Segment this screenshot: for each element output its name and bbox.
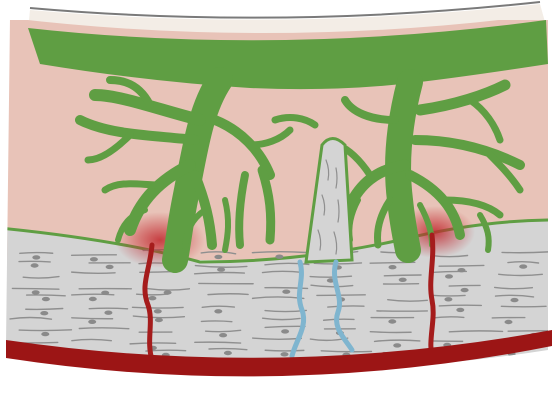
cell-nucleus — [281, 329, 289, 333]
cell-nucleus — [224, 351, 232, 355]
cell-nucleus — [219, 333, 227, 337]
cell-nucleus — [101, 291, 109, 295]
cell-nucleus — [458, 268, 466, 272]
cell-nucleus — [217, 267, 225, 271]
cell-nucleus — [456, 308, 464, 312]
muscle-fiber — [12, 288, 59, 289]
muscle-fiber — [20, 253, 53, 254]
cell-nucleus — [461, 288, 469, 292]
muscle-fiber — [201, 321, 231, 322]
muscle-fiber — [449, 285, 480, 286]
cell-nucleus — [154, 309, 162, 313]
muscle-fiber — [137, 294, 169, 295]
cell-nucleus — [42, 297, 50, 301]
cell-nucleus — [155, 318, 163, 322]
cell-nucleus — [164, 290, 172, 294]
cell-nucleus — [444, 297, 452, 301]
cell-nucleus — [399, 278, 407, 282]
cell-nucleus — [275, 255, 283, 259]
cell-nucleus — [104, 311, 112, 315]
cell-nucleus — [519, 264, 527, 268]
cell-nucleus — [89, 297, 97, 301]
cell-nucleus — [40, 311, 48, 315]
cell-nucleus — [505, 320, 513, 324]
cell-nucleus — [281, 352, 289, 356]
cell-nucleus — [31, 263, 39, 267]
cell-nucleus — [389, 265, 397, 269]
muscle-fiber — [439, 305, 481, 306]
cell-nucleus — [106, 265, 114, 269]
cell-nucleus — [214, 255, 222, 259]
muscle-fiber — [370, 332, 411, 333]
muscle-fiber — [384, 275, 421, 276]
muscle-fiber — [19, 261, 50, 262]
cell-nucleus — [393, 343, 401, 347]
cell-nucleus — [32, 290, 40, 294]
cell-nucleus — [282, 290, 290, 294]
cell-nucleus — [41, 332, 49, 336]
muscle-fiber — [439, 265, 484, 266]
muscle-fiber — [19, 330, 71, 331]
muscle-fiber — [89, 308, 127, 309]
cell-nucleus — [32, 255, 40, 259]
cell-nucleus — [88, 320, 96, 324]
muscle-fiber — [132, 307, 183, 308]
cell-nucleus — [445, 274, 453, 278]
muscle-fiber — [265, 350, 304, 351]
muscle-fiber — [432, 295, 465, 296]
cell-nucleus — [511, 298, 519, 302]
muscle-fiber — [195, 342, 241, 343]
cell-nucleus — [148, 296, 156, 300]
cell-nucleus — [214, 309, 222, 313]
cell-nucleus — [90, 257, 98, 261]
cell-nucleus — [388, 319, 396, 323]
